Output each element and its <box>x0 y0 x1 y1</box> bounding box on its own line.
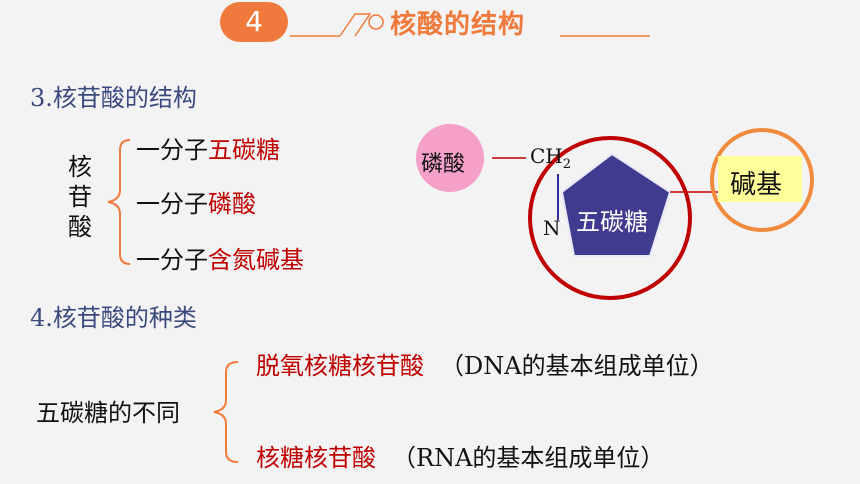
section3-heading: 3.核苷酸的结构 <box>30 84 197 112</box>
component-item-phosphate: 一分子磷酸 <box>136 190 256 218</box>
pentose-pentagon <box>560 152 672 257</box>
base-box <box>718 156 802 202</box>
sugar-highlight-ring <box>528 136 692 300</box>
pentose-difference-label: 五碳糖的不同 <box>36 399 180 427</box>
base-ring <box>710 128 814 232</box>
section4-heading: 4.核苷酸的种类 <box>30 304 197 332</box>
slide-title: 核酸的结构 <box>390 10 526 40</box>
n-label: N <box>543 216 561 240</box>
ch2-label: CH2 <box>530 144 572 172</box>
section3-brace <box>107 139 131 265</box>
nucleotide-diagram <box>416 124 814 300</box>
base-label: 碱基 <box>730 170 783 200</box>
phosphate-label: 磷酸 <box>421 152 466 177</box>
label-char: 酸 <box>68 213 92 241</box>
section4-brace <box>213 361 239 463</box>
component-item-base: 一分子含氮碱基 <box>136 246 304 274</box>
label-char: 苷 <box>68 183 92 211</box>
type-item-dna: 脱氧核糖核苷酸（DNA的基本组成单位） <box>256 352 714 380</box>
header-decoration <box>290 13 650 37</box>
nucleotide-vertical-label: 核 苷 酸 <box>68 152 92 242</box>
type-item-rna: 核糖核苷酸（RNA的基本组成单位） <box>256 444 665 472</box>
pentose-label: 五碳糖 <box>576 208 648 236</box>
phosphate-circle <box>416 124 484 192</box>
section-number-badge: 4 <box>220 2 288 42</box>
component-item-sugar: 一分子五碳糖 <box>136 136 280 164</box>
label-char: 核 <box>68 153 92 181</box>
